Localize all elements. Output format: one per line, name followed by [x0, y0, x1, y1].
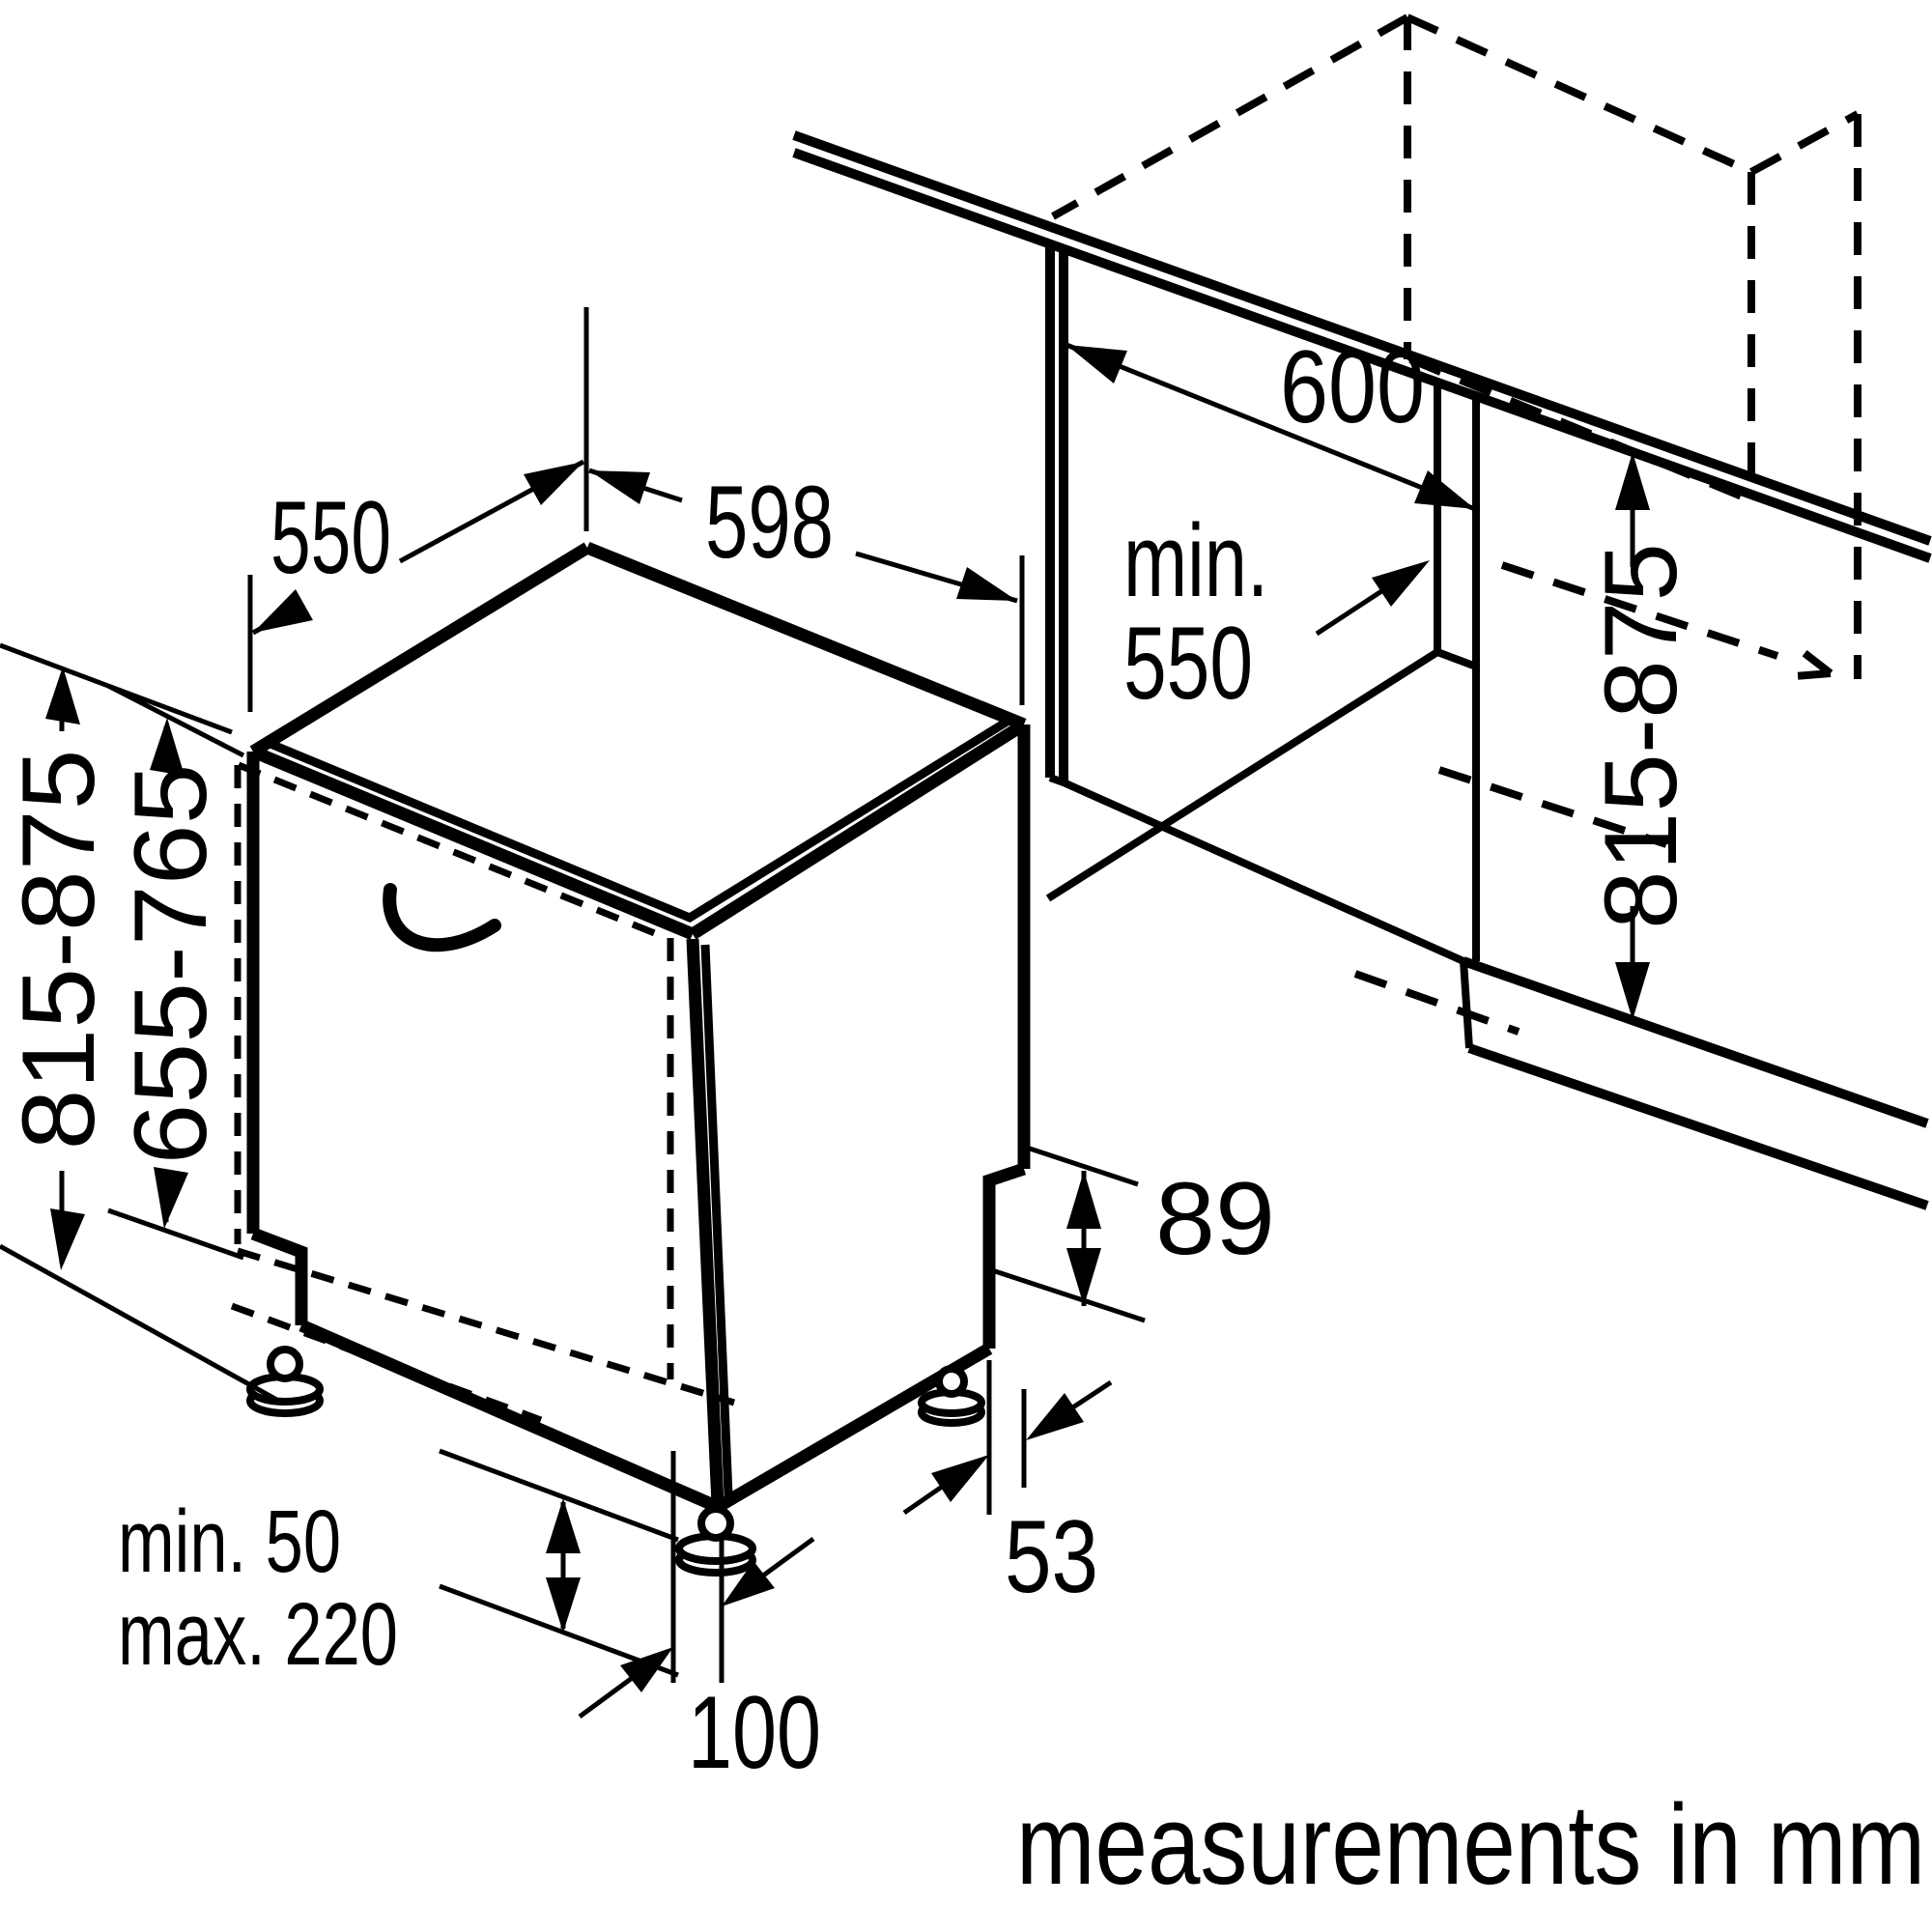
- hidden-plinth-line: [1353, 970, 1520, 1036]
- floor-edge: [1467, 1043, 1929, 1210]
- dim-worktop-depth: 600: [1065, 328, 1476, 512]
- door-bottom-step: [250, 1227, 308, 1325]
- worktop-top-edge: [792, 130, 1932, 546]
- dim-rear-step: 89: [991, 1145, 1275, 1323]
- cabinet-top-back-edge: [1749, 110, 1860, 176]
- dim-815-875-left-label: 815-875: [0, 750, 116, 1151]
- dim-max-220-label: max. 220: [118, 1585, 398, 1684]
- arrowhead: [524, 462, 583, 505]
- top-front-left-edge: [250, 745, 696, 941]
- dim-815-875-right-label: 815-875: [1582, 543, 1698, 929]
- arrowhead: [154, 1167, 188, 1229]
- arrowhead: [150, 718, 185, 776]
- arrowhead: [1372, 560, 1430, 607]
- arrowhead: [1066, 1171, 1101, 1229]
- plinth-corner: [1460, 960, 1473, 1049]
- front-right-foot: [675, 1505, 756, 1577]
- dim-89-label: 89: [1155, 1160, 1275, 1276]
- worktop-bottom-edge: [792, 148, 1932, 563]
- arrowhead: [931, 1455, 989, 1502]
- arrowhead: [956, 567, 1017, 601]
- dim-min-50-label: min. 50: [118, 1492, 341, 1591]
- door-handle-icon: [383, 883, 501, 952]
- cabinet-bottom-edge: [1408, 355, 1753, 504]
- furniture-door-outline: [230, 761, 736, 1424]
- arrowhead: [1615, 962, 1650, 1020]
- ext-line: [107, 1208, 244, 1261]
- ext-line: [439, 1448, 679, 1543]
- ext-line: [991, 1267, 1146, 1323]
- niche-floor-back-corner: [1435, 648, 1478, 670]
- cabinet-top-front-edge: [1406, 14, 1753, 176]
- dim-550-label: 550: [270, 479, 391, 595]
- hidden-pointer-line: [1500, 561, 1779, 660]
- hidden-floor-line: [1437, 766, 1668, 848]
- dim-600-label: 600: [1280, 328, 1425, 444]
- dim-line: [902, 1482, 947, 1516]
- arrowhead: [620, 1647, 673, 1692]
- top-back-right-edge: [584, 541, 1027, 731]
- dim-appliance-height: 815-875: [0, 642, 284, 1406]
- top-back-left-edge: [249, 542, 591, 757]
- plinth-top-edge: [1462, 956, 1929, 1128]
- ext-line: [439, 1583, 679, 1678]
- arrowhead: [1066, 345, 1127, 384]
- arrowhead: [546, 1498, 581, 1553]
- dim-53-label: 53: [1005, 1498, 1098, 1614]
- top-front-right-edge: [689, 719, 1028, 940]
- dim-line: [1066, 1379, 1113, 1413]
- dim-rear-foot-offset: 53: [902, 1360, 1113, 1614]
- hidden-pointer-arrow-a: [1785, 637, 1833, 677]
- arrowhead: [1615, 452, 1650, 510]
- niche-floor-front-edge: [1062, 779, 1465, 965]
- arrowhead: [589, 470, 650, 504]
- arrowhead: [546, 1577, 581, 1633]
- dim-door-height: 655-765: [106, 683, 245, 1261]
- dim-niche-depth: min. 550: [1123, 502, 1430, 721]
- arrowhead: [1066, 1248, 1101, 1306]
- top-panel-inner-line: [269, 717, 1011, 923]
- dim-100-label: 100: [688, 1674, 821, 1790]
- dim-niche-height: 815-875: [1582, 452, 1698, 1020]
- wall-cabinet-hidden-outline: [1051, 14, 1861, 681]
- rear-right-foot: [918, 1365, 985, 1427]
- arrowhead: [50, 1208, 85, 1270]
- arrowhead: [253, 589, 313, 633]
- cabinet-top-receding-edge: [1051, 14, 1409, 220]
- dishwasher: [230, 541, 1031, 1577]
- dim-655-765-label: 655-765: [112, 764, 228, 1165]
- dim-appliance-width: 598: [588, 464, 1025, 705]
- dim-appliance-depth: 550: [247, 307, 589, 712]
- door-dashed-bottom: [236, 1247, 736, 1406]
- dim-plinth-adjustment: min. 50 max. 220: [118, 1448, 679, 1684]
- dim-line: [1065, 342, 1476, 512]
- side-front-inner-edge: [700, 944, 733, 1496]
- dim-line: [578, 1673, 637, 1719]
- dim-598-label: 598: [705, 464, 834, 580]
- arrowhead: [1026, 1393, 1084, 1440]
- arrowhead: [722, 1561, 775, 1606]
- ext-line: [106, 683, 245, 758]
- niche-wall-bottom: [1048, 774, 1065, 786]
- hidden-pointer-arrow-b: [1781, 669, 1832, 681]
- base-front-edge: [298, 1320, 721, 1513]
- dim-line: [761, 1536, 815, 1578]
- dim-min-label: min.: [1123, 502, 1268, 618]
- ext-line: [1026, 1145, 1139, 1187]
- rear-plinth-notch: [982, 1162, 1027, 1349]
- dim-min550-label: 550: [1123, 605, 1253, 721]
- kitchen-niche: [792, 130, 1932, 1210]
- arrowhead: [45, 667, 80, 724]
- side-front-edge: [686, 938, 724, 1506]
- dim-front-foot-offset: 100: [578, 1451, 821, 1790]
- ext-line: [0, 1243, 284, 1406]
- units-caption: measurements in mm: [1016, 1781, 1925, 1909]
- arrowhead: [1414, 470, 1475, 509]
- niche-floor-side-edge: [1045, 648, 1440, 902]
- base-dashed-line: [230, 1302, 543, 1424]
